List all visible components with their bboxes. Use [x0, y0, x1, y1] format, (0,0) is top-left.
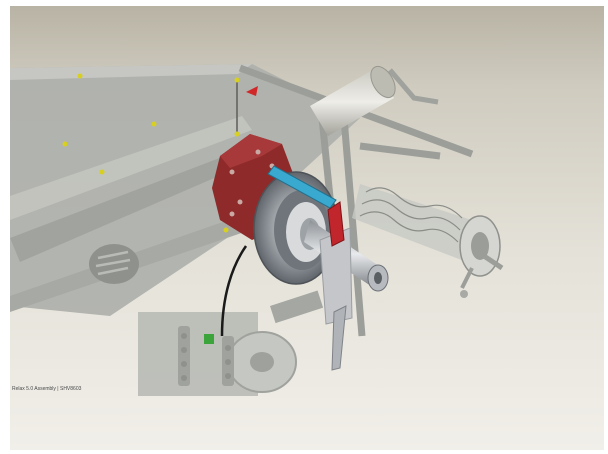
red-brake-lever[interactable]: [327, 201, 345, 247]
machine-deck: [10, 64, 360, 316]
cad-3d-viewport[interactable]: [10, 6, 604, 450]
flag-marker-icon[interactable]: [246, 86, 258, 96]
assembly-status-label: Relax 5.0 Assembly | SHV8603: [12, 386, 82, 392]
cad-viewport-frame: Relax 5.0 Assembly | SHV8603: [10, 6, 604, 450]
rear-drive-shaft: [352, 184, 504, 298]
datum-point-icon[interactable]: [62, 73, 240, 233]
actuating-lever[interactable]: [331, 305, 347, 371]
frame-hook: [388, 68, 439, 105]
upper-roller: [310, 65, 396, 136]
green-clip[interactable]: [204, 334, 214, 344]
lower-mechanism: [138, 290, 324, 396]
blue-linkage-arm[interactable]: [267, 165, 337, 209]
deck-opening-slots: [95, 250, 131, 276]
hydraulic-hose[interactable]: [220, 245, 248, 337]
